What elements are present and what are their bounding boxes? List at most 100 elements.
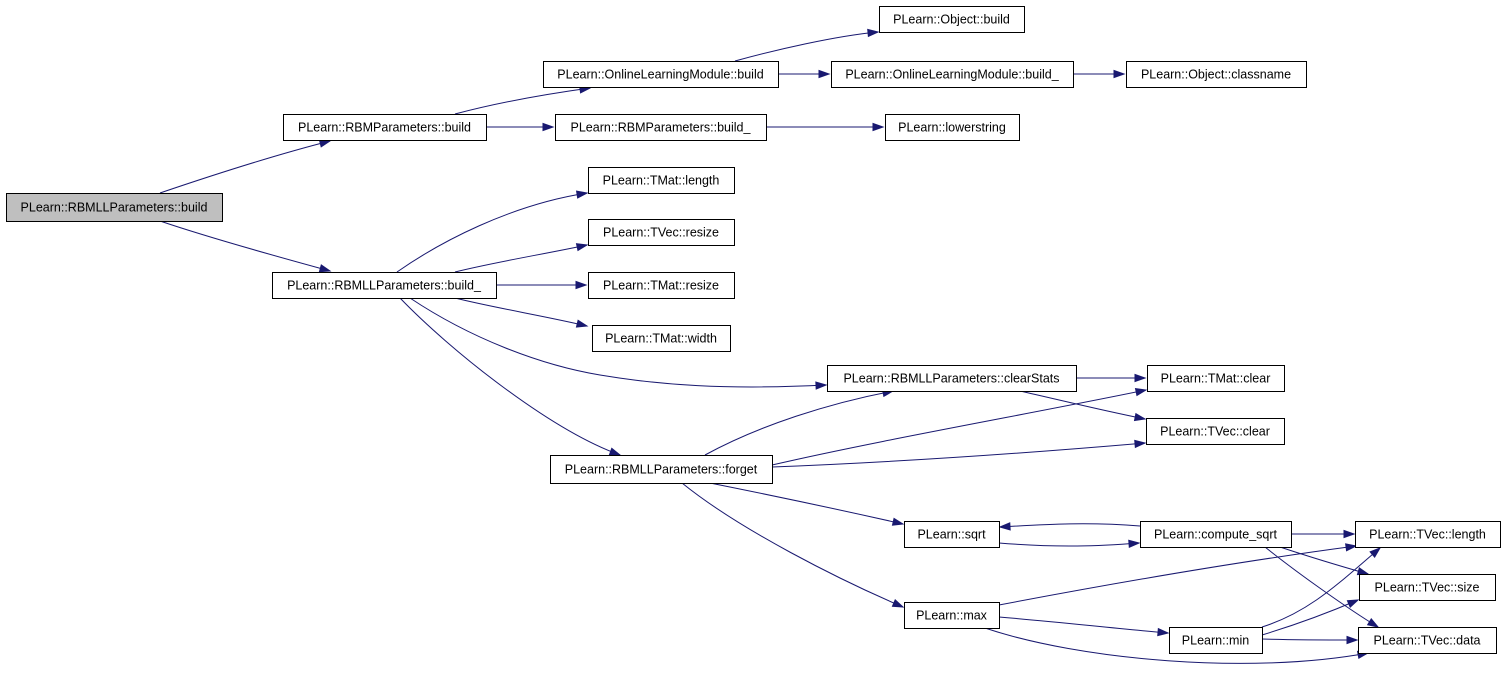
- node-box[interactable]: [588, 272, 735, 299]
- edge-clearstats-to-tmat_clear: [1075, 373, 1147, 383]
- edge-line: [704, 390, 894, 456]
- node-tvec-clear[interactable]: PLearn::TVec::clear: [1146, 418, 1285, 445]
- node-lowerstring[interactable]: PLearn::lowerstring: [885, 114, 1020, 141]
- node-rbmll-build-[interactable]: PLearn::RBMLLParameters::build_: [272, 272, 497, 299]
- node-tvec-data[interactable]: PLearn::TVec::data: [1358, 627, 1497, 654]
- node-box[interactable]: [904, 521, 1000, 548]
- node-rbm-build-[interactable]: PLearn::RBMParameters::build_: [555, 114, 767, 141]
- edge-line: [1019, 390, 1146, 420]
- node-tvec-size[interactable]: PLearn::TVec::size: [1359, 574, 1496, 601]
- arrowhead: [1346, 599, 1360, 609]
- node-rbmll-build[interactable]: PLearn::RBMLLParameters::build: [6, 193, 223, 222]
- edge-line: [159, 140, 331, 194]
- node-label: PLearn::OnlineLearningModule::build_: [845, 68, 1059, 82]
- node-box[interactable]: [588, 167, 735, 194]
- node-rbm-build[interactable]: PLearn::RBMParameters::build: [283, 114, 487, 141]
- node-label: PLearn::TMat::width: [605, 332, 717, 346]
- node-olm-build[interactable]: PLearn::OnlineLearningModule::build: [543, 61, 779, 88]
- node-tmat-resize[interactable]: PLearn::TMat::resize: [588, 272, 735, 299]
- edge-min-to-tvec_size: [1261, 599, 1360, 636]
- edge-line: [159, 220, 331, 272]
- arrowhead: [1113, 69, 1126, 79]
- node-tmat-width[interactable]: PLearn::TMat::width: [592, 325, 731, 352]
- node-tvec-resize[interactable]: PLearn::TVec::resize: [588, 219, 735, 246]
- edge-forget-to-sqrt: [709, 482, 905, 526]
- edge-rbmll_build_-to-tmat_length: [396, 190, 589, 273]
- node-label: PLearn::Object::build: [893, 13, 1010, 27]
- arrowhead: [575, 280, 588, 290]
- edge-line: [771, 442, 1146, 468]
- node-box[interactable]: [1355, 521, 1501, 548]
- edge-line: [999, 523, 1141, 528]
- node-box[interactable]: [272, 272, 497, 299]
- node-box[interactable]: [1126, 61, 1307, 88]
- node-box[interactable]: [555, 114, 767, 141]
- node-box[interactable]: [1359, 574, 1496, 601]
- edge-rbmll_build-to-rbm_build: [159, 139, 332, 194]
- node-box[interactable]: [6, 193, 223, 222]
- arrowhead: [872, 122, 885, 132]
- arrowhead: [1134, 373, 1147, 383]
- node-compute-sqrt[interactable]: PLearn::compute_sqrt: [1140, 521, 1292, 548]
- edge-line: [998, 545, 1357, 606]
- node-box[interactable]: [831, 61, 1074, 88]
- node-label: PLearn::RBMParameters::build_: [571, 121, 752, 135]
- node-box[interactable]: [1146, 418, 1285, 445]
- edge-rbm_build_-to-lowerstring: [766, 122, 885, 132]
- node-obj-build[interactable]: PLearn::Object::build: [879, 6, 1025, 33]
- edge-min-to-tvec_length: [1261, 547, 1382, 628]
- node-box[interactable]: [543, 61, 779, 88]
- node-label: PLearn::TVec::resize: [603, 226, 719, 240]
- node-box[interactable]: [1140, 521, 1292, 548]
- arrowhead: [1356, 567, 1370, 576]
- arrowhead: [1134, 439, 1147, 449]
- node-box[interactable]: [885, 114, 1020, 141]
- node-tvec-length[interactable]: PLearn::TVec::length: [1355, 521, 1501, 548]
- node-clearstats[interactable]: PLearn::RBMLLParameters::clearStats: [827, 365, 1077, 392]
- arrowhead: [998, 522, 1011, 531]
- node-obj-classname[interactable]: PLearn::Object::classname: [1126, 61, 1307, 88]
- node-max[interactable]: PLearn::max: [904, 602, 1000, 629]
- arrowhead: [1369, 547, 1382, 559]
- edge-line: [1264, 546, 1379, 628]
- edge-compute_sqrt-to-tvec_data: [1264, 546, 1380, 628]
- node-box[interactable]: [904, 602, 1000, 629]
- arrowhead: [891, 598, 905, 608]
- edge-forget-to-max: [681, 482, 905, 608]
- arrowhead: [1133, 412, 1147, 422]
- node-label: PLearn::RBMLLParameters::clearStats: [843, 372, 1059, 386]
- edge-olm_build-to-olm_build_: [778, 69, 831, 79]
- node-label: PLearn::RBMParameters::build: [298, 121, 471, 135]
- arrowhead: [575, 190, 589, 199]
- node-box[interactable]: [283, 114, 487, 141]
- arrowhead: [1343, 529, 1356, 539]
- node-box[interactable]: [1147, 365, 1285, 392]
- node-forget[interactable]: PLearn::RBMLLParameters::forget: [550, 455, 773, 484]
- arrowhead: [1345, 543, 1358, 552]
- edge-compute_sqrt-to-tvec_size: [1279, 546, 1370, 576]
- arrowhead: [318, 139, 332, 148]
- node-box[interactable]: [1169, 627, 1263, 654]
- node-box[interactable]: [1358, 627, 1497, 654]
- node-olm-build-[interactable]: PLearn::OnlineLearningModule::build_: [831, 61, 1074, 88]
- node-box[interactable]: [592, 325, 731, 352]
- node-sqrt[interactable]: PLearn::sqrt: [904, 521, 1000, 548]
- edge-line: [771, 389, 1147, 466]
- node-min[interactable]: PLearn::min: [1169, 627, 1263, 654]
- node-label: PLearn::TVec::size: [1375, 581, 1480, 595]
- node-box[interactable]: [879, 6, 1025, 33]
- node-label: PLearn::max: [916, 609, 988, 623]
- node-box[interactable]: [550, 455, 773, 484]
- node-tmat-length[interactable]: PLearn::TMat::length: [588, 167, 735, 194]
- arrowhead: [575, 319, 589, 328]
- edge-compute_sqrt-to-tvec_length: [1290, 529, 1356, 539]
- node-tmat-clear[interactable]: PLearn::TMat::clear: [1147, 365, 1285, 392]
- arrowhead: [1346, 635, 1359, 645]
- node-label: PLearn::TVec::clear: [1160, 425, 1270, 439]
- arrowhead: [318, 264, 332, 273]
- arrowhead: [815, 381, 828, 390]
- node-box[interactable]: [827, 365, 1077, 392]
- node-label: PLearn::RBMLLParameters::build: [21, 201, 208, 215]
- call-nodes: PLearn::RBMLLParameters::buildPLearn::RB…: [6, 6, 1501, 654]
- node-box[interactable]: [588, 219, 735, 246]
